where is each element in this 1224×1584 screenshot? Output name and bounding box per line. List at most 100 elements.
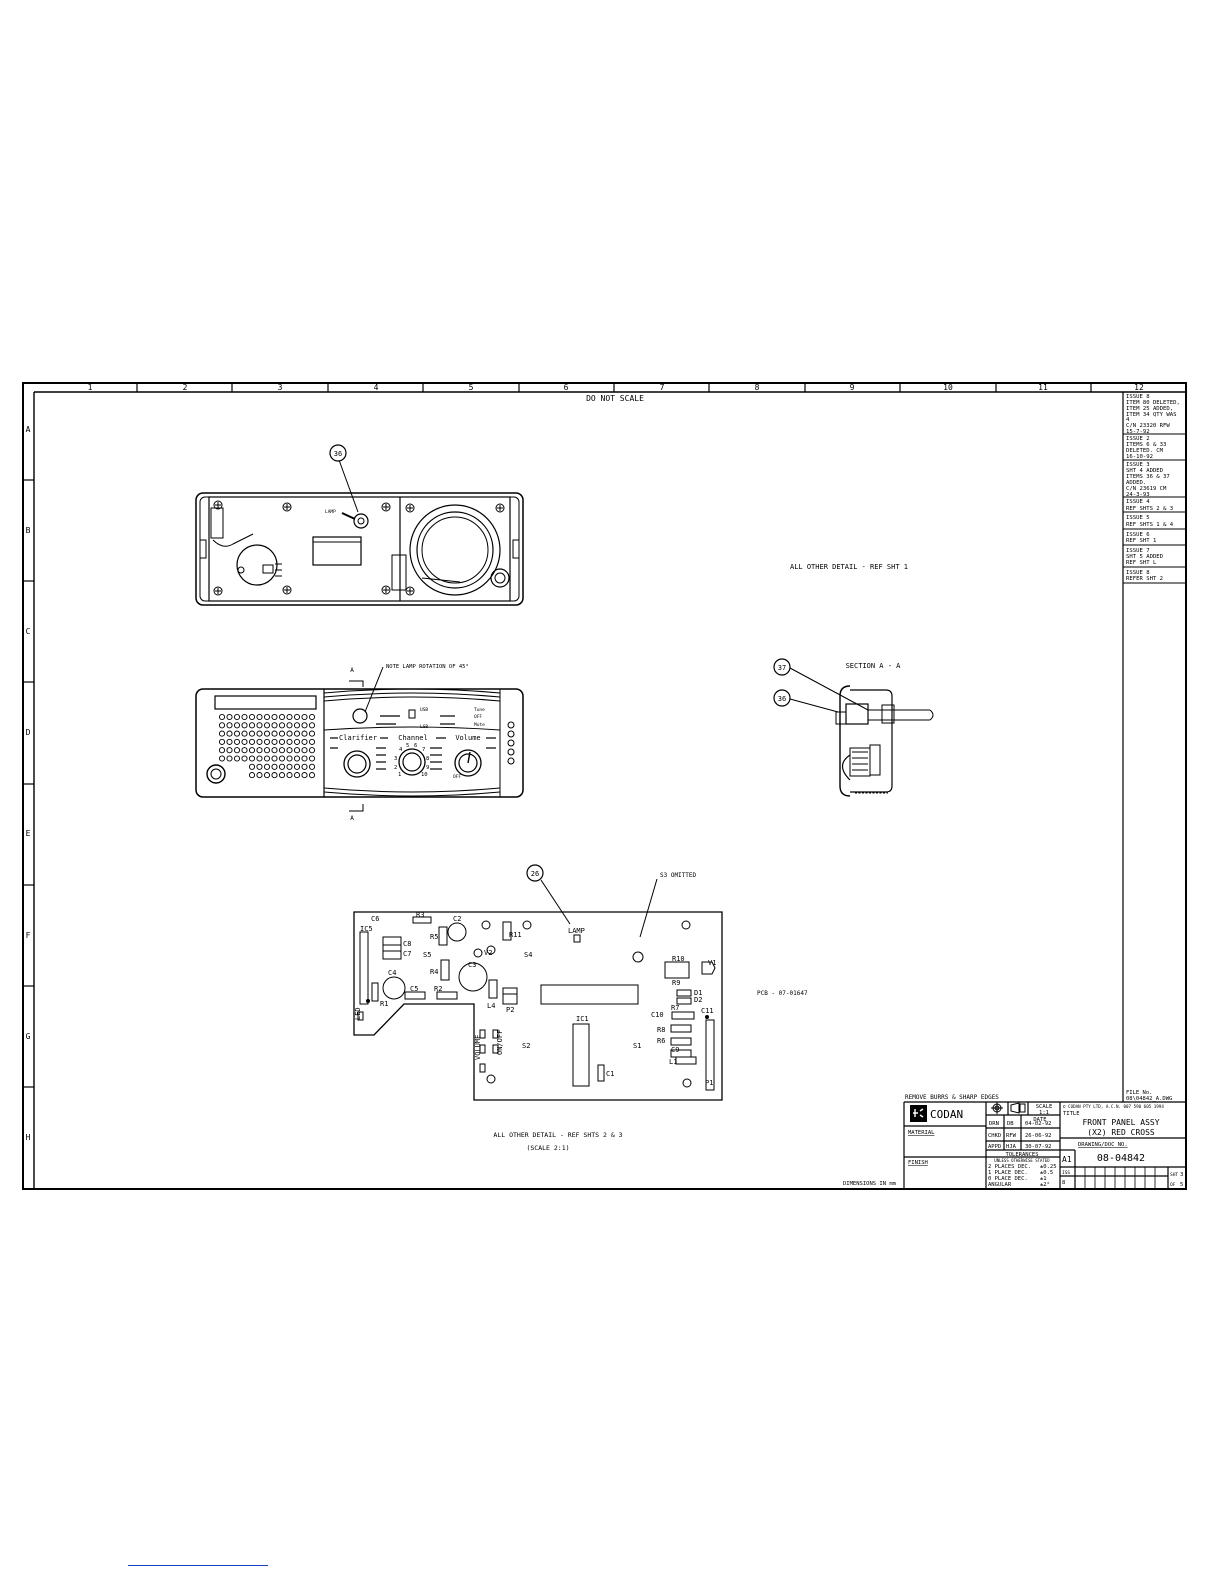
column-label-3: 3: [278, 383, 283, 392]
row-label-f: F: [26, 931, 31, 940]
revision-7-line: ISSUE 7: [1126, 548, 1150, 554]
of-value: 5: [1180, 1182, 1183, 1188]
balloon-36-rear-label: 36: [334, 450, 342, 458]
speaker-hole: [241, 713, 248, 721]
speaker-hole: [286, 763, 293, 770]
revision-3-line: 24-3-93: [1126, 492, 1150, 498]
channel-number: 4: [399, 747, 403, 753]
sheet-value: 3: [1180, 1172, 1183, 1178]
speaker-hole: [293, 738, 301, 745]
speaker-hole: [233, 722, 241, 729]
speaker-hole: [301, 755, 308, 762]
speaker-hole: [218, 722, 226, 729]
revision-7-line: REF SHT L: [1126, 560, 1157, 566]
section-title: SECTION A - A: [846, 662, 902, 670]
speaker-hole: [301, 713, 308, 721]
speaker-hole: [218, 713, 226, 721]
rear-view: LAMP: [195, 492, 524, 606]
speaker-hole: [256, 738, 263, 745]
revision-3-line: ADDED.: [1126, 480, 1146, 486]
pcb-label-on-off: ON/OFF: [496, 1030, 504, 1055]
pcb-label-c1: C1: [606, 1070, 614, 1078]
speaker-hole: [293, 763, 301, 770]
column-label-4: 4: [374, 383, 379, 392]
speaker-hole: [241, 722, 248, 729]
issue-label: ISS: [1062, 1170, 1070, 1176]
speaker-hole: [233, 730, 241, 737]
row-label-g: G: [26, 1032, 31, 1041]
balloon-26-label: 26: [531, 870, 539, 878]
speaker-hole: [218, 747, 226, 754]
title-line-2: (X2) RED CROSS: [1087, 1128, 1155, 1137]
pcb-label-s5: S5: [423, 951, 431, 959]
speaker-hole: [271, 747, 278, 754]
revision-8-line: ISSUE 8: [1126, 570, 1150, 576]
speaker-hole: [233, 738, 241, 745]
pcb-label-c11: C11: [701, 1007, 714, 1015]
speaker-hole: [286, 772, 293, 779]
tolerance-row-label: 2 PLACES DEC.: [988, 1164, 1031, 1170]
pcb-label-v1: V1: [708, 959, 716, 967]
display-window: [214, 695, 317, 710]
speaker-hole: [226, 730, 233, 737]
revision-2-line: ITEMS 6 & 33: [1126, 442, 1166, 448]
speaker-hole: [286, 755, 293, 762]
speaker-hole: [301, 763, 308, 770]
drawing-no-label: DRAWING/DOC NO.: [1078, 1142, 1128, 1148]
revision-4-line: REF SHTS 2 & 3: [1126, 506, 1173, 512]
tolerances-subtitle: UNLESS OTHERWISE STATED: [994, 1158, 1050, 1163]
speaker-hole: [241, 747, 248, 754]
row-label-d: D: [26, 728, 31, 737]
pcb-label-c8: C8: [403, 940, 411, 948]
speaker-hole: [271, 755, 278, 762]
channel-number: 8: [426, 756, 429, 762]
speaker-hole: [263, 730, 271, 737]
pcb-label-d1: D1: [694, 989, 702, 997]
scale-value: 1:1: [1039, 1110, 1049, 1116]
speaker-hole: [248, 713, 256, 721]
revision-1-line: ITEM 34 QTY WAS: [1126, 412, 1177, 418]
column-label-12: 12: [1134, 383, 1144, 392]
row-label-e: E: [26, 829, 31, 838]
speaker-hole: [286, 730, 293, 737]
speaker-hole: [278, 722, 286, 729]
speaker-hole: [248, 747, 256, 754]
speaker-hole: [256, 722, 263, 729]
volume-knob: [454, 749, 482, 777]
speaker-hole: [286, 713, 293, 721]
speaker-hole: [218, 738, 226, 745]
balloon-37-label: 37: [778, 664, 786, 672]
speaker-hole: [293, 772, 301, 779]
do-not-scale-note: DO NOT SCALE: [586, 394, 644, 403]
speaker-hole: [293, 755, 301, 762]
speaker-hole: [263, 713, 271, 721]
pcb-label-s1: S1: [633, 1042, 641, 1050]
of-label: OF: [1170, 1182, 1176, 1188]
pcb-label-r2: R2: [434, 985, 442, 993]
speaker-hole: [263, 755, 271, 762]
pcb-label-c2: C2: [453, 915, 461, 923]
speaker-hole: [218, 730, 226, 737]
clarifier-knob: [343, 750, 371, 778]
other-detail-note-bottom: ALL OTHER DETAIL - REF SHTS 2 & 3: [493, 1131, 622, 1139]
pcb-label-v2: V2: [484, 949, 492, 957]
speaker-hole: [248, 738, 256, 745]
column-label-8: 8: [755, 383, 760, 392]
pcb-label-r3: R3: [416, 911, 424, 919]
pcb-component-labels: C6 R3 C2 IC5 R5 R11 C8 C7 S5 V2 S4 R10 V…: [354, 911, 716, 1087]
pcb-label-c5: C5: [410, 985, 418, 993]
pcb-label-volume: VOLUME: [474, 1035, 482, 1060]
drn-date: 04-02-92: [1025, 1121, 1052, 1127]
speaker-hole: [286, 722, 293, 729]
company-name: CODAN: [930, 1108, 963, 1121]
pcb-label-c3: C3: [468, 961, 476, 969]
pcb-label-s4: S4: [524, 951, 532, 959]
speaker-hole: [256, 763, 263, 770]
bottom-link-underline[interactable]: [128, 1565, 268, 1566]
clarifier-label: Clarifier: [339, 734, 377, 742]
channel-number: 1: [398, 772, 401, 778]
tolerance-row-label: 0 PLACE DEC.: [988, 1176, 1028, 1182]
speaker-hole: [301, 772, 308, 779]
tolerance-row-value: ±0.5: [1040, 1170, 1053, 1176]
